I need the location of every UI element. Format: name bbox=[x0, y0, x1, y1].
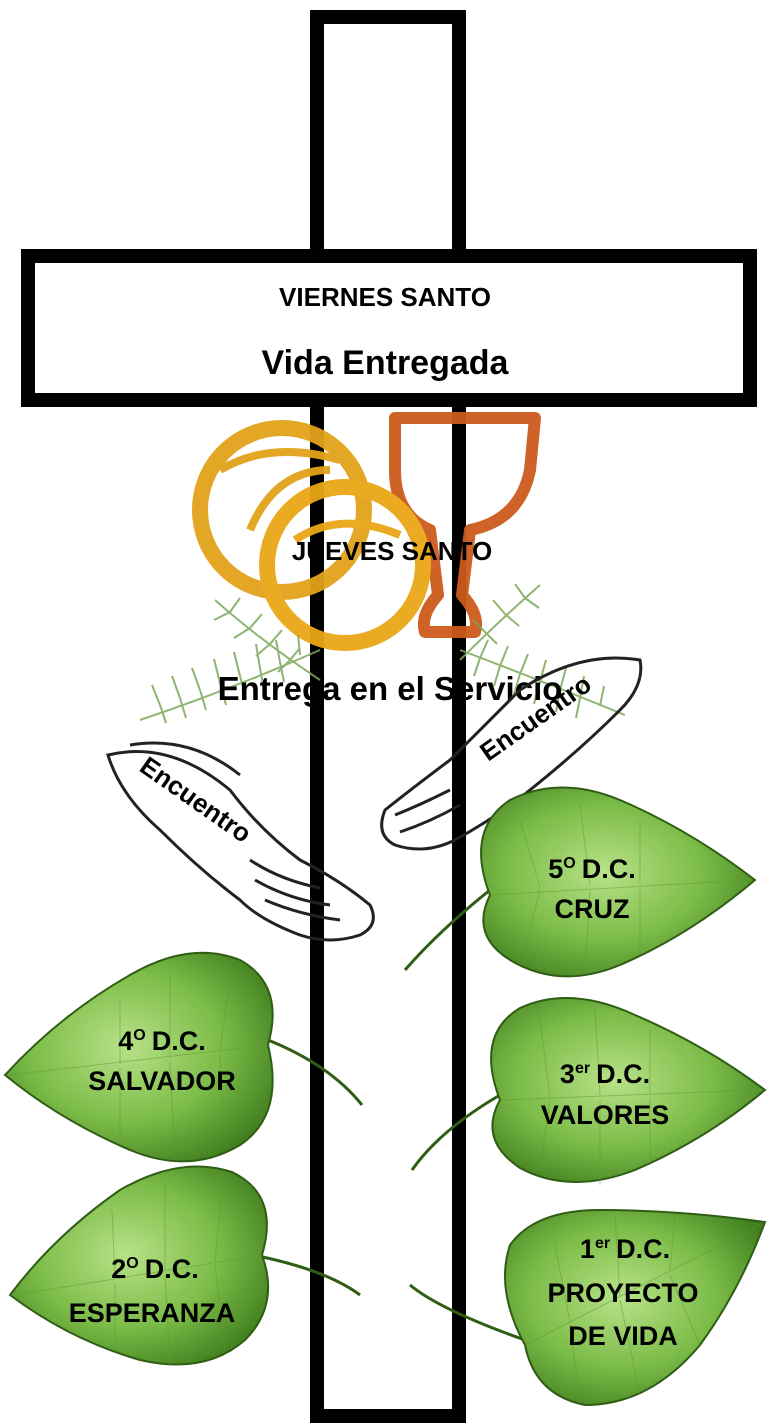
eucharist-graphic bbox=[192, 412, 541, 651]
viernes-santo-title: VIERNES SANTO bbox=[279, 282, 491, 312]
leaf-2-number: 2 bbox=[111, 1254, 126, 1284]
leaf-3-number: 3 bbox=[560, 1059, 575, 1089]
stem-3 bbox=[410, 1093, 501, 1171]
svg-text:2OD.C.: 2O D.C. bbox=[111, 1254, 198, 1284]
leaf-4-line2: SALVADOR bbox=[88, 1066, 236, 1096]
leaf-4: 4O D.C. SALVADOR bbox=[3, 951, 274, 1163]
leaf-5-sup: O bbox=[563, 855, 575, 872]
leaf-1-line1: D.C. bbox=[616, 1234, 670, 1264]
leaf-2-sup: O bbox=[126, 1255, 138, 1272]
jueves-santo-title: JUEVES SANTO bbox=[292, 536, 492, 566]
leaf-4-shape bbox=[3, 951, 274, 1163]
stem-4 bbox=[267, 1038, 364, 1106]
leaf-1-number: 1 bbox=[580, 1234, 595, 1264]
stem-1 bbox=[409, 1283, 526, 1342]
leaf-2-shape bbox=[8, 1165, 270, 1366]
svg-text:4OD.C.: 4O D.C. bbox=[118, 1026, 205, 1056]
leaf-3: 3er D.C. VALORES bbox=[490, 997, 767, 1185]
leaf-1-shape bbox=[504, 1208, 767, 1407]
entrega-servicio-subtitle: Entrega en el Servicio bbox=[218, 670, 563, 707]
leaf-5: 5O D.C. CRUZ bbox=[480, 786, 757, 978]
palm-leaves bbox=[139, 583, 626, 724]
leaf-1-line2: PROYECTO bbox=[547, 1278, 698, 1308]
leaf-5-shape bbox=[480, 786, 757, 978]
bread-icon-front bbox=[259, 479, 431, 651]
leaf-3-sup: er bbox=[575, 1060, 590, 1077]
leaf-5-line1: D.C. bbox=[582, 854, 636, 884]
leaf-5-number: 5 bbox=[548, 854, 563, 884]
leaf-1: 1er D.C. PROYECTO DE VIDA bbox=[504, 1208, 767, 1407]
bread-icon bbox=[192, 420, 372, 600]
leaf-2-line1: D.C. bbox=[145, 1254, 199, 1284]
leaf-1-sup: er bbox=[595, 1235, 610, 1252]
leaf-4-line1: D.C. bbox=[152, 1026, 206, 1056]
leaf-2-line2: ESPERANZA bbox=[69, 1298, 236, 1328]
stems bbox=[224, 888, 526, 1342]
leaf-2: 2O D.C. ESPERANZA bbox=[8, 1165, 270, 1366]
svg-text:5OD.C.: 5O D.C. bbox=[548, 854, 635, 884]
vida-entregada-subtitle: Vida Entregada bbox=[262, 344, 510, 382]
left-hand-illustration bbox=[106, 741, 375, 942]
leaf-1-line3: DE VIDA bbox=[568, 1321, 678, 1351]
leaf-5-line2: CRUZ bbox=[555, 894, 630, 924]
leaf-3-line2: VALORES bbox=[541, 1100, 670, 1130]
right-hand-illustration bbox=[380, 656, 643, 851]
leaf-3-shape bbox=[490, 997, 767, 1183]
leaf-4-sup: O bbox=[133, 1027, 145, 1044]
cross-vertical-beam bbox=[310, 10, 466, 1423]
leaf-3-line1: D.C. bbox=[596, 1059, 650, 1089]
stem-5 bbox=[403, 888, 491, 971]
cross-horizontal-beam bbox=[21, 249, 757, 407]
leaf-4-number: 4 bbox=[118, 1026, 133, 1056]
